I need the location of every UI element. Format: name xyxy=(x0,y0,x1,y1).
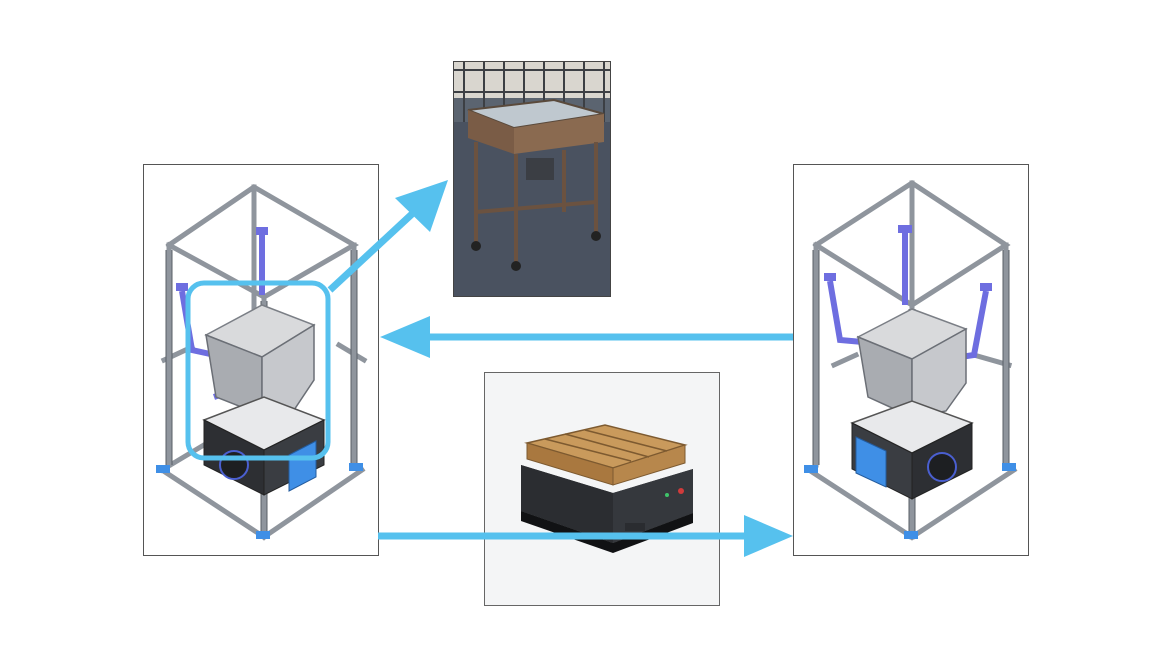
amr-base xyxy=(850,400,974,500)
arrow-right-to-left xyxy=(380,316,795,358)
cad-render-right xyxy=(804,180,1018,541)
hopper xyxy=(856,308,968,419)
amr-photo xyxy=(484,372,720,606)
highlight-box xyxy=(185,280,331,461)
amr-photo-illustration xyxy=(485,373,719,605)
amr-base xyxy=(202,396,326,496)
cad-panel-right xyxy=(793,164,1029,556)
trolley-photo-illustration xyxy=(454,62,610,296)
cad-panel-left xyxy=(143,164,379,556)
hopper xyxy=(204,304,316,417)
cad-render-left xyxy=(156,184,368,541)
trolley-photo xyxy=(453,61,611,297)
